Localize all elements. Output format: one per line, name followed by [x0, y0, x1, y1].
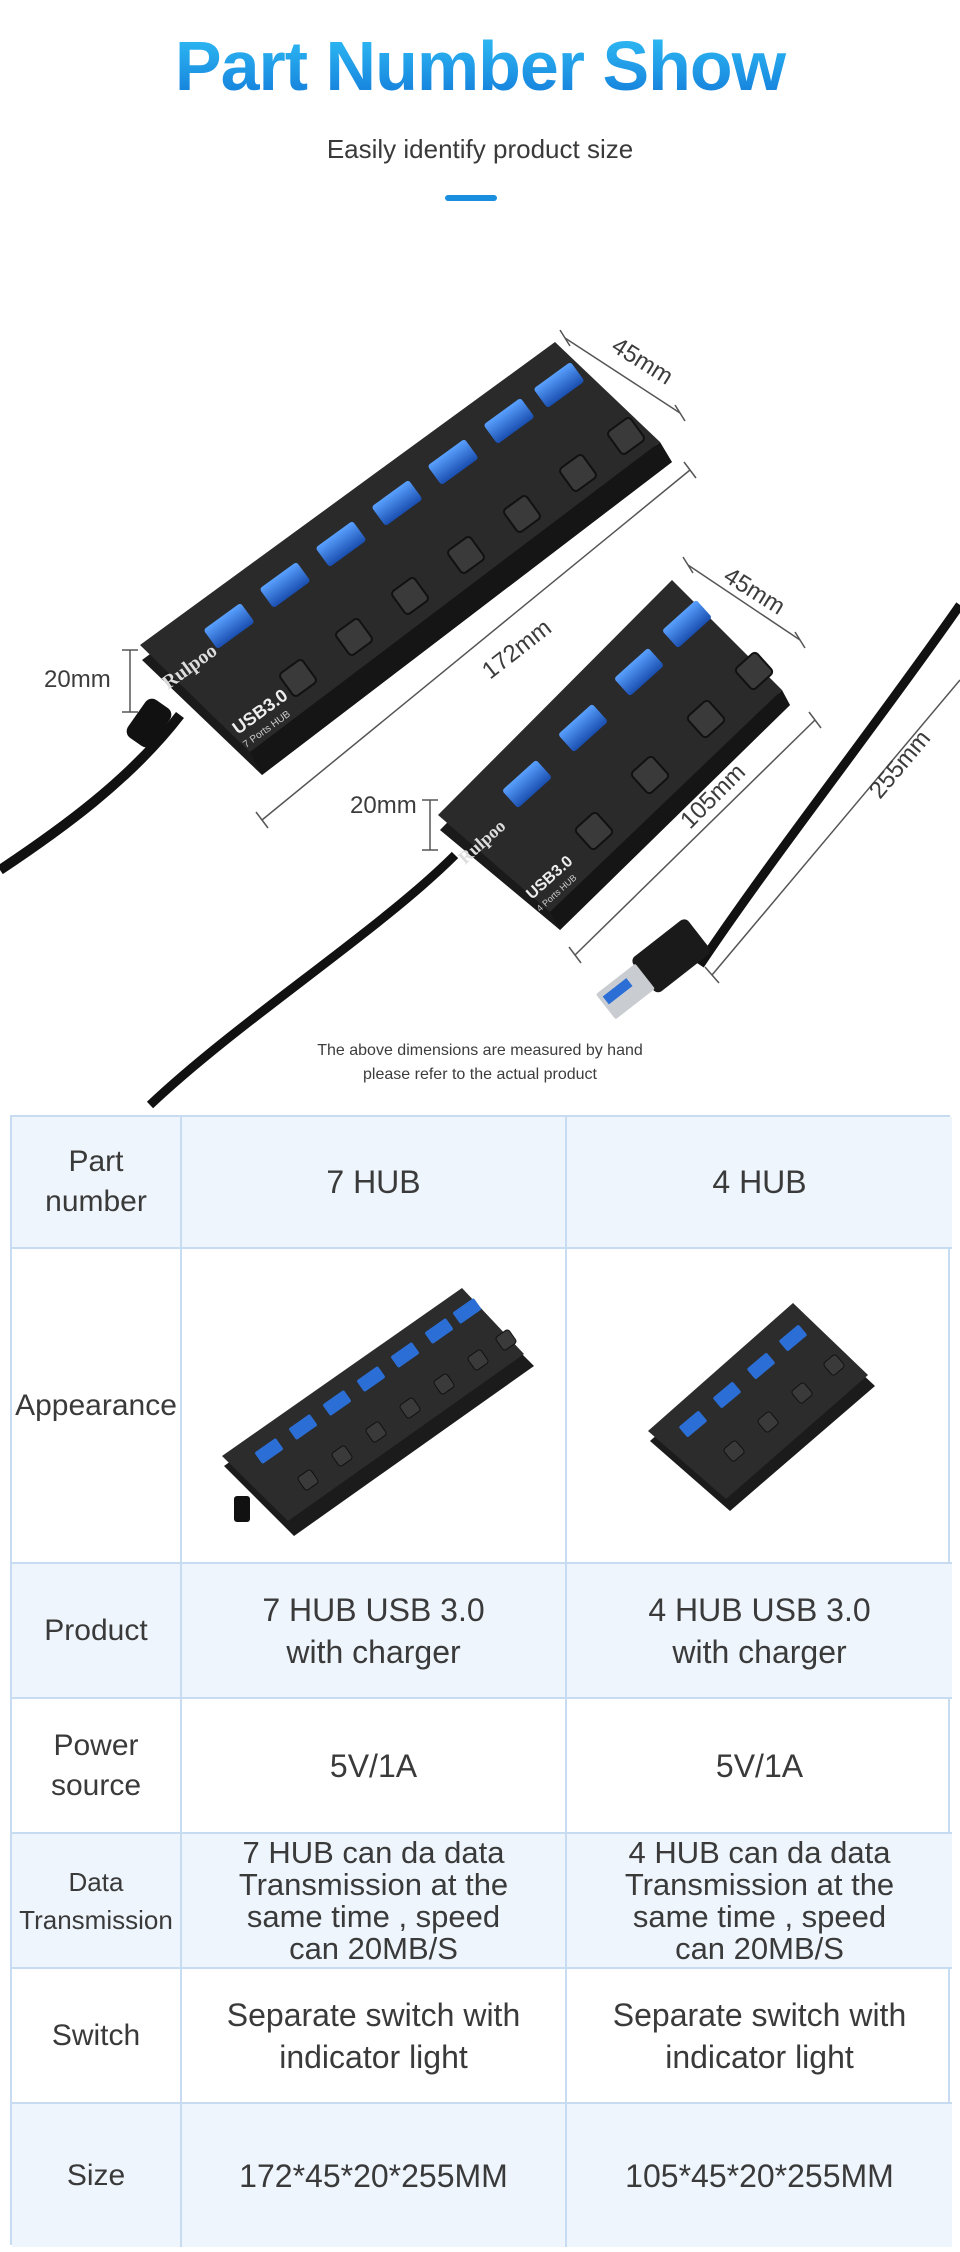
table-cell: 105*45*20*255MM [567, 2104, 952, 2247]
spec-table: Part number 7 HUB 4 HUB Appearance [10, 1115, 952, 2247]
table-row-label: Power source [12, 1699, 182, 1834]
measurement-note-line1: The above dimensions are measured by han… [317, 1042, 643, 1059]
table-cell: 7 HUB USB 3.0 with charger [182, 1564, 567, 1699]
table-cell: 7 HUB [182, 1117, 567, 1249]
table-row-label: Part number [12, 1117, 182, 1249]
hub4-ports [503, 600, 711, 808]
header: Part Number Show Easily identify product… [0, 0, 960, 230]
table-cell: Separate switch with indicator light [567, 1969, 952, 2104]
hub4-device [438, 580, 790, 930]
hub7-appearance-image [221, 1287, 534, 1536]
table-cell: 4 HUB [567, 1117, 952, 1249]
hub4-cable-main [146, 851, 459, 1109]
measurement-note-line2: please refer to the actual product [363, 1066, 597, 1083]
hub4-dim-width-line [687, 564, 801, 641]
table-cell: 5V/1A [567, 1699, 952, 1834]
page-subtitle: Easily identify product size [326, 134, 634, 164]
table-cell: 172*45*20*255MM [182, 2104, 567, 2247]
hub7-dim-width-label: 45mm [607, 332, 678, 390]
hub7-dim-height-label: 20mm [44, 666, 111, 693]
page-title: Part Number Show [0, 26, 960, 106]
hub7-dim-length-label: 172mm [477, 614, 557, 685]
hub7-ports [204, 362, 584, 649]
hub4-dim-width-label: 45mm [719, 562, 790, 620]
product-dimension-image: Rulpoo USB3.0 7 Ports HUB 45mm 172mm 20m… [0, 329, 960, 1109]
hub7-switches [279, 417, 645, 697]
table-row-label: Data Transmission [12, 1834, 182, 1969]
accent-bar [445, 195, 497, 201]
hub7-dim-length-line [261, 469, 691, 821]
usb-plug [596, 919, 710, 1019]
table-cell: 4 HUB can da data Transmission at the sa… [567, 1834, 952, 1969]
hub4-dim-cable-line [711, 679, 960, 976]
hub7-cable-boot [126, 698, 172, 748]
table-cell: Separate switch with indicator light [182, 1969, 567, 2104]
table-cell: 7 HUB can da data Transmission at the sa… [182, 1834, 567, 1969]
hub4-dim-cable-label: 255mm [864, 725, 936, 804]
hub4-switches [574, 651, 774, 851]
table-row-label: Product [12, 1564, 182, 1699]
table-cell: 5V/1A [182, 1699, 567, 1834]
hub7-device [140, 342, 672, 775]
table-cell: 4 HUB USB 3.0 with charger [567, 1564, 952, 1699]
table-row-label: Switch [12, 1969, 182, 2104]
hub4-appearance-image [647, 1302, 875, 1511]
table-row-label: Appearance [12, 1249, 182, 1564]
hub7-dim-width-line [564, 337, 681, 414]
table-row-label: Size [12, 2104, 182, 2247]
hub7-cable [0, 711, 184, 875]
hub4-dim-length-line [574, 719, 816, 956]
hub4-dim-height-label: 20mm [350, 792, 417, 819]
table-cell-hub7-image [182, 1249, 567, 1564]
table-cell-hub4-image [567, 1249, 952, 1564]
hub4-cable-plug-side [696, 602, 960, 968]
